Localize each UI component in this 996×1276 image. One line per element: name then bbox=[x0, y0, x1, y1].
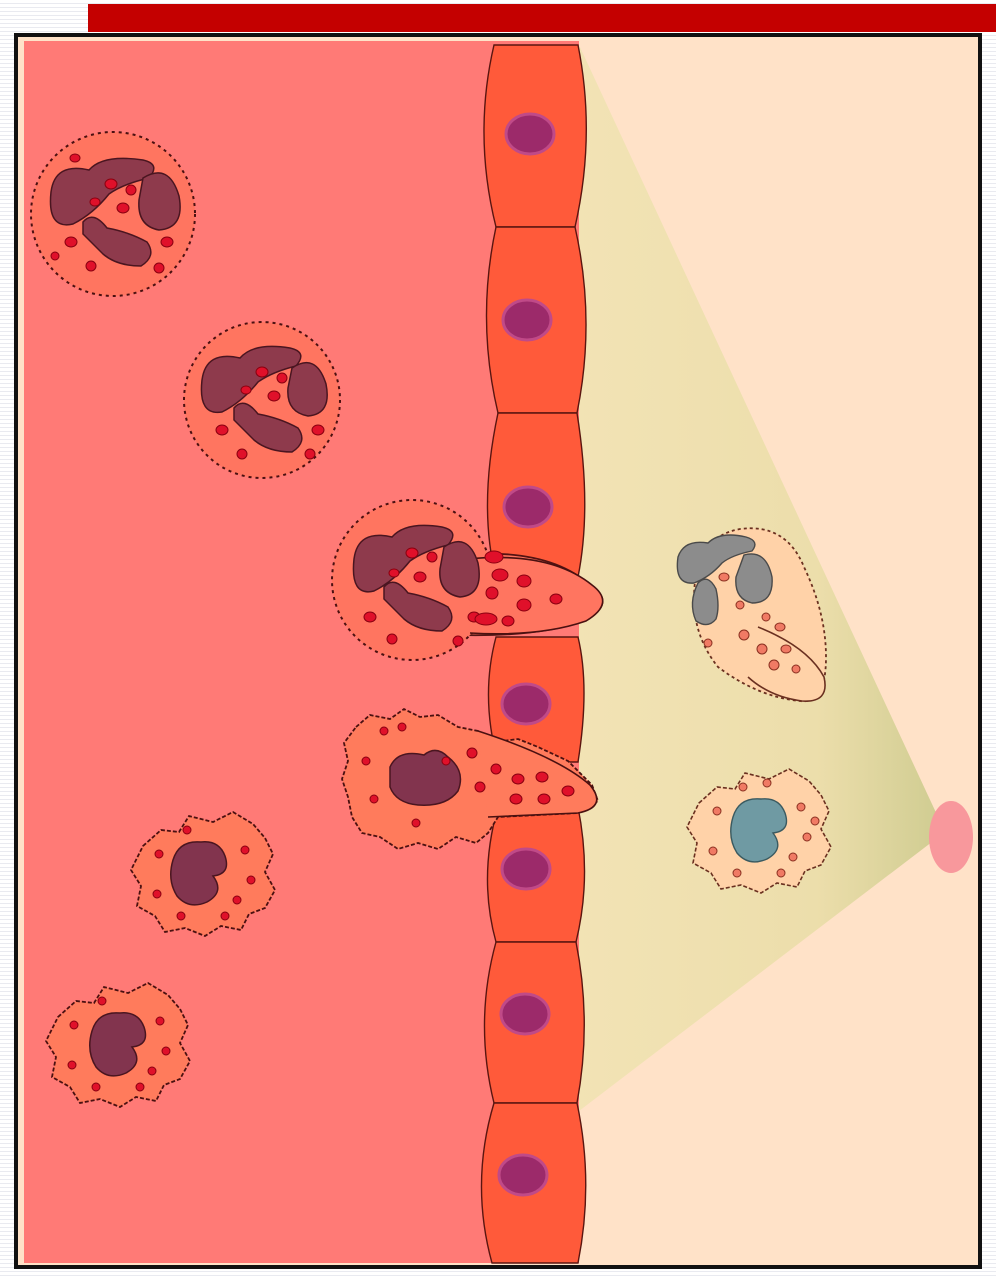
neutrophil-nucleus bbox=[676, 534, 756, 584]
macrophage-nucleus bbox=[730, 798, 788, 863]
endothelial-wall bbox=[480, 44, 587, 1264]
endothelial-nucleus bbox=[497, 1153, 549, 1197]
endothelial-nucleus bbox=[500, 847, 552, 891]
tissue-neutrophil bbox=[676, 527, 827, 703]
neutrophil-nucleus-lobe bbox=[383, 581, 453, 632]
endothelial-nucleus bbox=[504, 112, 556, 156]
neutrophil-transmigrating bbox=[331, 499, 604, 661]
leukocyte-extravasation-diagram bbox=[18, 37, 978, 1265]
monocyte-transmigrating bbox=[341, 707, 600, 850]
neutrophil-nucleus-lobe bbox=[138, 172, 181, 231]
monocyte-nucleus bbox=[389, 749, 462, 806]
neutrophil bbox=[183, 321, 341, 479]
monocyte bbox=[129, 810, 277, 938]
granules bbox=[50, 153, 174, 274]
endothelial-nucleus bbox=[500, 682, 552, 726]
granules bbox=[361, 722, 575, 828]
endothelial-nucleus bbox=[502, 485, 554, 529]
granules bbox=[215, 366, 325, 460]
granules bbox=[708, 778, 820, 878]
tissue-macrophage bbox=[686, 768, 832, 894]
granules bbox=[152, 825, 256, 921]
monocyte-nucleus bbox=[170, 841, 228, 906]
header-bar bbox=[88, 4, 996, 32]
monocyte bbox=[44, 981, 192, 1109]
monocyte-nucleus bbox=[89, 1012, 147, 1077]
granules bbox=[363, 547, 563, 647]
granules bbox=[703, 572, 801, 674]
neutrophil-nucleus-lobe bbox=[735, 553, 773, 604]
endothelial-nucleus bbox=[501, 298, 553, 342]
granules bbox=[67, 996, 171, 1092]
neutrophil-nucleus-lobe bbox=[439, 541, 480, 598]
neutrophil bbox=[30, 131, 196, 297]
injury-site bbox=[929, 801, 973, 873]
neutrophil-nucleus-lobe bbox=[287, 362, 328, 417]
endothelial-nucleus bbox=[499, 992, 551, 1036]
neutrophil-nucleus-lobe bbox=[233, 402, 303, 453]
neutrophil-nucleus-lobe bbox=[691, 578, 719, 626]
diagram-frame bbox=[14, 33, 982, 1269]
neutrophil-nucleus-lobe bbox=[82, 216, 152, 267]
